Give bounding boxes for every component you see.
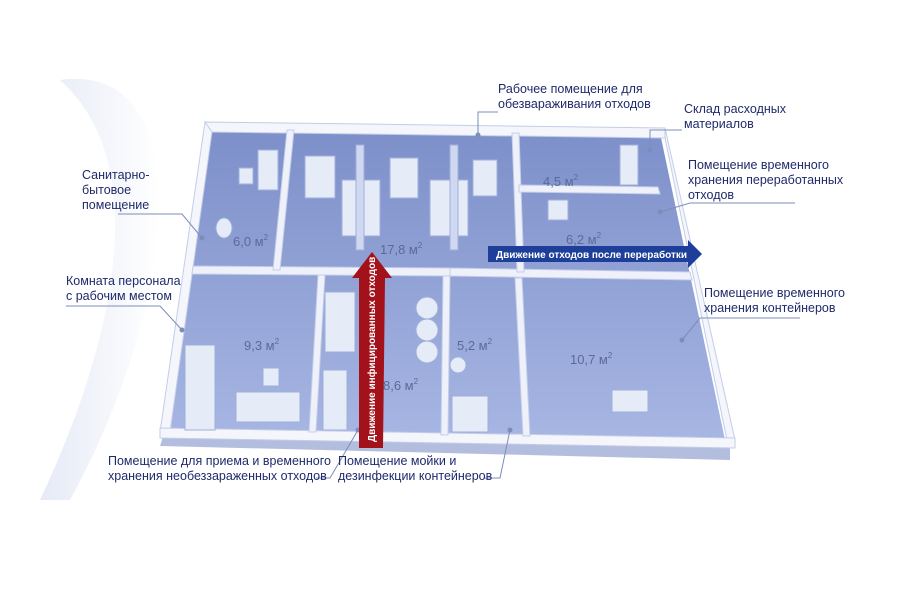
processed-flow-label: Движение отходов после переработки	[496, 249, 687, 261]
label-sanitary: Санитарно- бытовое помещение	[82, 168, 150, 213]
label-line: хранения необеззараженных отходов	[108, 469, 327, 483]
label-line: Помещение временного	[704, 286, 845, 300]
label-line: Помещение мойки и	[338, 454, 457, 468]
area-washing: 8,6 м2	[383, 377, 419, 393]
infected-waste-arrow: Движение инфицированных отходов	[352, 252, 392, 448]
label-staff-room: Комната персонала с рабочим местом	[66, 274, 181, 304]
area-containers: 10,7 м2	[570, 351, 613, 367]
label-line: хранения контейнеров	[704, 301, 836, 315]
area-work: 17,8 м2	[380, 241, 423, 257]
label-line: дезинфекции контейнеров	[338, 469, 493, 483]
label-line: отходов	[688, 188, 735, 202]
area-small: 5,2 м2	[457, 337, 493, 353]
label-line: Комната персонала	[66, 274, 181, 288]
label-line: Склад расходных	[684, 102, 787, 116]
area-processed: 6,2 м2	[566, 231, 602, 247]
label-line: с рабочим местом	[66, 289, 172, 303]
label-line: обезвараживания отходов	[498, 97, 651, 111]
outer-walls	[159, 120, 736, 449]
infected-flow-label: Движение инфицированных отходов	[366, 257, 378, 442]
label-line: бытовое	[82, 183, 132, 197]
label-line: Рабочее помещение для	[498, 82, 643, 96]
area-supplies: 4,5 м2	[543, 173, 579, 189]
label-line: Санитарно-	[82, 168, 150, 182]
label-line: хранения переработанных	[688, 173, 844, 187]
label-work-room: Рабочее помещение для обезвараживания от…	[498, 82, 651, 112]
label-line: Помещение для приема и временного	[108, 454, 331, 468]
label-line: материалов	[684, 117, 754, 131]
label-temp-processed: Помещение временного хранения переработа…	[688, 158, 843, 203]
label-line: помещение	[82, 198, 150, 212]
area-labels: 6,0 м2 17,8 м2 4,5 м2 6,2 м2 9,3 м2 8,6 …	[233, 173, 613, 393]
label-storage-supplies: Склад расходных материалов	[684, 102, 786, 132]
label-line: Помещение временного	[688, 158, 829, 172]
equipment	[184, 144, 649, 433]
background-swoosh	[40, 78, 159, 500]
label-washing: Помещение мойки и дезинфекции контейнеро…	[338, 454, 492, 484]
label-temp-containers: Помещение временного хранения контейнеро…	[704, 286, 845, 316]
processed-waste-arrow: Движение отходов после переработки	[488, 240, 702, 268]
label-reception: Помещение для приема и временного хранен…	[108, 454, 331, 484]
leader-lines	[66, 111, 800, 479]
area-sanitary: 6,0 м2	[233, 233, 269, 249]
area-staff: 9,3 м2	[244, 337, 280, 353]
